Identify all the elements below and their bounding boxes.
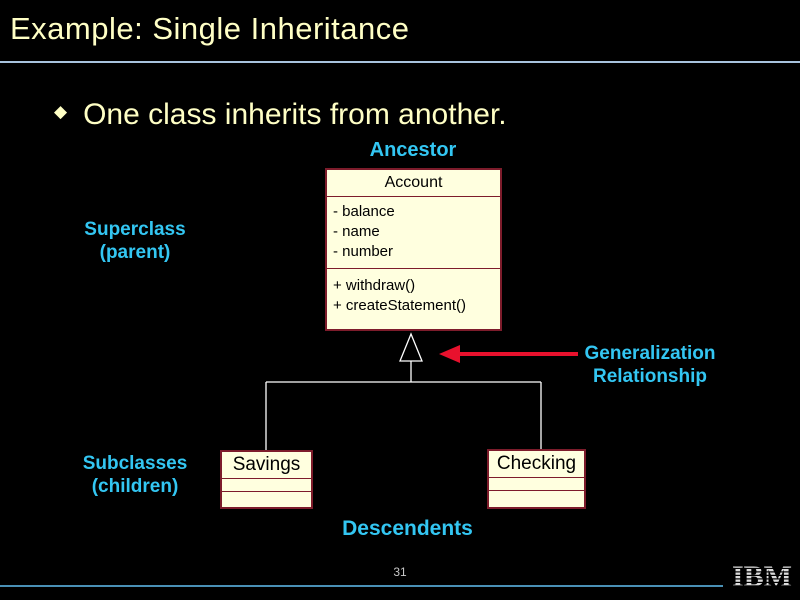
class-name: Checking [489,451,584,478]
operation-line: + withdraw() [333,277,416,294]
diamond-bullet-icon: ◆ [54,102,68,121]
account-class-box: Account - balance - name - number + with… [325,168,502,331]
generalization-label-line2: Relationship [592,366,707,387]
subclasses-label-line2: (children) [91,476,179,497]
ibm-logo: IBM [732,562,792,590]
red-arrow-icon [439,345,578,363]
bullet-item: ◆ One class inherits from another. [54,97,507,133]
ancestor-label: Ancestor [369,139,457,161]
class-name: Savings [222,452,311,479]
subclasses-label-line1: Subclasses [82,453,188,474]
class-attributes: - balance - name - number [327,197,500,269]
footer-rule [0,585,723,587]
attribute-line: - balance [333,203,395,220]
descendents-label: Descendents [342,517,473,540]
empty-compartment [222,479,311,492]
bullet-text: One class inherits from another. [83,98,507,131]
operation-line: + createStatement() [333,297,466,314]
superclass-label-line2: (parent) [99,242,171,263]
ibm-logo-text: IBM [732,562,792,590]
generalization-label: Generalization Relationship [578,342,722,388]
title-divider-rule [0,61,800,63]
generalization-triangle-icon [399,332,423,362]
class-operations: + withdraw() + createStatement() [327,269,500,316]
class-name: Account [327,170,500,197]
superclass-label-line1: Superclass [84,219,186,240]
page-number: 31 [393,565,407,579]
superclass-label: Superclass (parent) [60,218,210,264]
attribute-line: - name [333,223,380,240]
empty-compartment [489,478,584,491]
generalization-label-line1: Generalization [584,343,716,364]
savings-class-box: Savings [220,450,313,509]
checking-class-box: Checking [487,449,586,509]
subclasses-label: Subclasses (children) [60,452,210,498]
slide-title: Example: Single Inheritance [10,11,410,46]
attribute-line: - number [333,243,394,260]
